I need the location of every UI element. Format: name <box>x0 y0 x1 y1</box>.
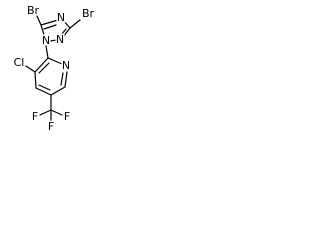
atom-br-right: Br <box>82 7 95 20</box>
bond-n4-c3 <box>62 19 71 29</box>
bond-c5-c4 <box>35 87 52 96</box>
atom-f-bottom: F <box>48 120 54 133</box>
bond-c6-c5 <box>50 86 66 96</box>
bond-c5-c4-double <box>38 84 51 91</box>
bond-c2-n <box>47 57 63 65</box>
bond-n1-c5 <box>40 24 46 39</box>
bond-c3-cl <box>25 65 36 73</box>
atom-cl: Cl <box>14 56 25 69</box>
bond-c3-n2 <box>62 27 71 38</box>
bond-c4-c3 <box>34 71 37 89</box>
bond-n-c6 <box>64 71 68 88</box>
bond-n1-c2 <box>45 45 49 59</box>
atom-n-triazole-4: N <box>57 11 65 24</box>
bond-cf3-f-left <box>39 109 52 116</box>
atom-f-left: F <box>32 110 38 123</box>
bond-n2-n1 <box>49 39 58 42</box>
bond-c5-br <box>36 15 42 26</box>
bond-c5-n4-double <box>43 24 57 30</box>
atom-br-left: Br <box>27 4 40 17</box>
atom-n-triazole-1: N <box>42 34 50 47</box>
bond-c3-c2-double <box>38 62 50 74</box>
atom-n-pyridine: N <box>62 59 70 72</box>
bond-c3-c2 <box>34 57 49 73</box>
bond-c3-br <box>69 19 81 29</box>
triazole-ring <box>40 19 71 42</box>
bond-c5-n4 <box>40 19 59 26</box>
bond-c3-n2-double <box>60 28 67 36</box>
atom-f-right: F <box>64 110 70 123</box>
bond-n-c6-double <box>60 72 64 86</box>
atom-n-triazole-2: N <box>56 33 64 46</box>
pyridine-ring <box>34 57 68 96</box>
chemical-structure: Br Br N N N Cl N F F F <box>12 3 96 135</box>
bond-cf3-f-right <box>50 109 63 116</box>
